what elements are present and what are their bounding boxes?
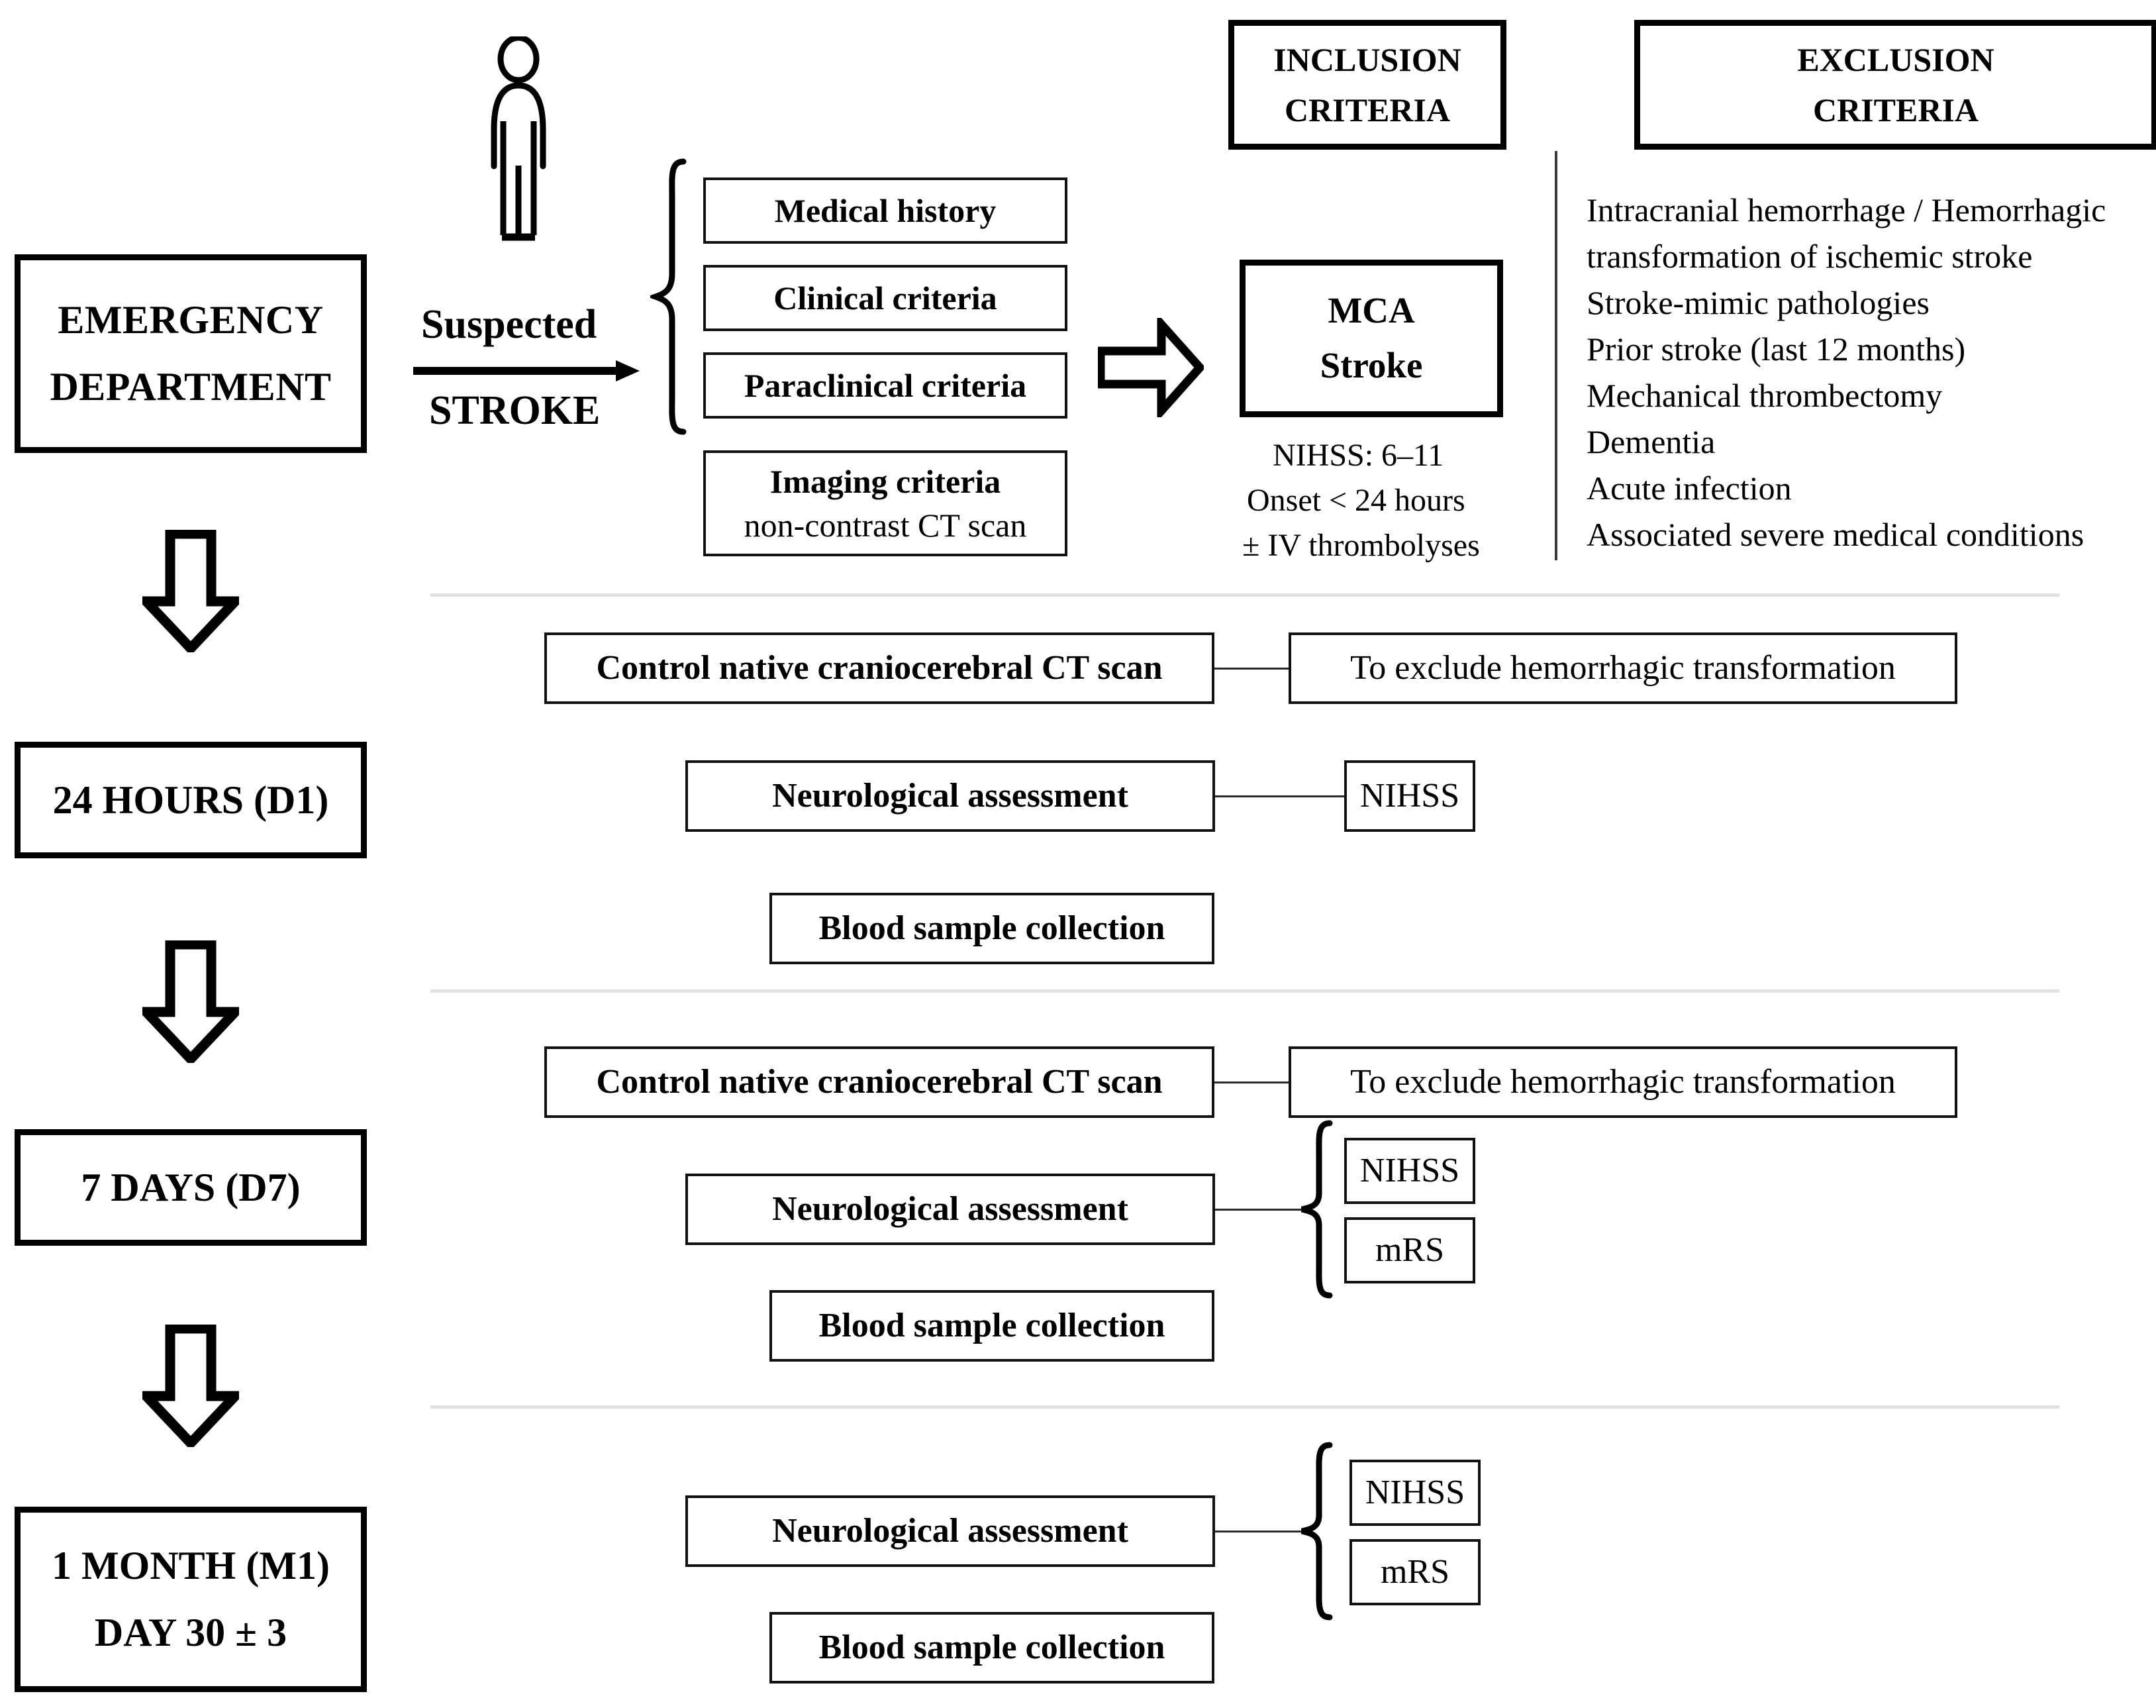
inclusion-note-nihss: NIHSS: 6–11 bbox=[1273, 438, 1444, 473]
inclusion-header-line1: INCLUSION bbox=[1273, 40, 1461, 78]
d1-ct-purpose-label: To exclude hemorrhagic transformation bbox=[1350, 648, 1896, 687]
exclusion-item: Dementia bbox=[1587, 423, 1716, 460]
m1-blood-box: Blood sample collection bbox=[769, 1612, 1214, 1683]
exclusion-criteria-header: EXCLUSION CRITERIA bbox=[1634, 20, 2156, 150]
person-icon bbox=[491, 36, 546, 241]
timeline-label-line1: EMERGENCY bbox=[58, 298, 324, 342]
m1-scale-box-nihss: NIHSS bbox=[1349, 1460, 1481, 1526]
d7-neuro-connector bbox=[1215, 1209, 1301, 1211]
down-block-arrow-icon-3 bbox=[142, 1325, 239, 1447]
d1-scale-box-nihss: NIHSS bbox=[1344, 760, 1475, 832]
d1-blood-box: Blood sample collection bbox=[769, 893, 1214, 964]
timeline-box-emergency-department: EMERGENCY DEPARTMENT bbox=[15, 254, 367, 453]
timeline-label-line1: 1 MONTH (M1) bbox=[52, 1544, 330, 1587]
criteria-subtitle: non-contrast CT scan bbox=[744, 507, 1027, 544]
m1-neuro-label: Neurological assessment bbox=[772, 1511, 1128, 1550]
criteria-title: Imaging criteria bbox=[769, 463, 1001, 500]
exclusion-criteria-list: Intracranial hemorrhage / Hemorrhagic tr… bbox=[1587, 187, 2156, 558]
section-divider-1 bbox=[430, 593, 2059, 597]
inclusion-header-line2: CRITERIA bbox=[1284, 91, 1451, 128]
inclusion-exclusion-separator bbox=[1555, 151, 1557, 560]
criteria-box-clinical-criteria: Clinical criteria bbox=[703, 265, 1067, 331]
timeline-box-24-hours-d1: 24 HOURS (D1) bbox=[15, 742, 367, 858]
exclusion-item: Intracranial hemorrhage / Hemorrhagic bbox=[1587, 191, 2106, 228]
exclusion-item: Prior stroke (last 12 months) bbox=[1587, 330, 1966, 368]
d7-scale-label: NIHSS bbox=[1359, 1151, 1460, 1189]
d1-neuro-box: Neurological assessment bbox=[685, 760, 1215, 832]
d1-ct-connector bbox=[1214, 668, 1289, 670]
d7-blood-label: Blood sample collection bbox=[818, 1306, 1165, 1344]
exclusion-item: Stroke-mimic pathologies bbox=[1587, 284, 1930, 321]
timeline-label-line1: 7 DAYS (D7) bbox=[81, 1165, 301, 1209]
d7-ct-purpose-label: To exclude hemorrhagic transformation bbox=[1350, 1062, 1896, 1101]
timeline-box-1-month-m1: 1 MONTH (M1) DAY 30 ± 3 bbox=[15, 1507, 367, 1692]
criteria-box-imaging-criteria: Imaging criteria non-contrast CT scan bbox=[703, 450, 1067, 556]
d1-ct-scan-box: Control native craniocerebral CT scan bbox=[544, 632, 1214, 704]
m1-scale-label: NIHSS bbox=[1365, 1473, 1465, 1511]
m1-neuro-connector bbox=[1215, 1531, 1301, 1532]
d7-neuro-box: Neurological assessment bbox=[685, 1174, 1215, 1245]
section-divider-2 bbox=[430, 989, 2059, 993]
d1-neuro-label: Neurological assessment bbox=[772, 776, 1128, 815]
d7-scales-brace-icon bbox=[1301, 1120, 1333, 1299]
m1-neuro-box: Neurological assessment bbox=[685, 1495, 1215, 1567]
timeline-label-line2: DAY 30 ± 3 bbox=[94, 1611, 287, 1654]
d7-ct-scan-box: Control native craniocerebral CT scan bbox=[544, 1046, 1214, 1118]
d7-ct-connector bbox=[1214, 1081, 1289, 1083]
exclusion-header-line2: CRITERIA bbox=[1812, 91, 1979, 128]
d1-neuro-connector bbox=[1215, 795, 1344, 797]
exclusion-item: Acute infection bbox=[1587, 470, 1792, 507]
inclusion-note-onset: Onset < 24 hours bbox=[1247, 483, 1465, 518]
suspected-label: Suspected bbox=[421, 302, 597, 347]
exclusion-item: Mechanical thrombectomy bbox=[1587, 377, 1943, 414]
exclusion-item: Associated severe medical conditions bbox=[1587, 516, 2084, 553]
section-divider-3 bbox=[430, 1405, 2059, 1409]
mca-line2: Stroke bbox=[1320, 345, 1423, 385]
block-right-arrow-icon bbox=[1098, 318, 1204, 417]
down-block-arrow-icon-2 bbox=[142, 940, 239, 1063]
inclusion-criteria-header: INCLUSION CRITERIA bbox=[1228, 20, 1506, 150]
d1-scale-label: NIHSS bbox=[1359, 776, 1460, 815]
timeline-label-line1: 24 HOURS (D1) bbox=[52, 778, 329, 822]
exclusion-item: transformation of ischemic stroke bbox=[1587, 238, 2033, 275]
stroke-label: STROKE bbox=[429, 388, 601, 433]
inclusion-note-thrombolyses: ± IV thrombolyses bbox=[1242, 528, 1480, 563]
criteria-title: Clinical criteria bbox=[773, 279, 997, 317]
m1-scale-box-mrs: mRS bbox=[1349, 1539, 1481, 1605]
down-block-arrow-icon-1 bbox=[142, 530, 239, 652]
d7-scale-label: mRS bbox=[1375, 1231, 1445, 1269]
d7-neuro-label: Neurological assessment bbox=[772, 1189, 1128, 1228]
m1-blood-label: Blood sample collection bbox=[818, 1628, 1165, 1666]
criteria-title: Medical history bbox=[774, 192, 997, 229]
d7-scale-box-mrs: mRS bbox=[1344, 1217, 1475, 1283]
criteria-title: Paraclinical criteria bbox=[744, 367, 1027, 404]
d7-ct-purpose-box: To exclude hemorrhagic transformation bbox=[1289, 1046, 1957, 1118]
d7-scale-box-nihss: NIHSS bbox=[1344, 1138, 1475, 1204]
m1-scale-label: mRS bbox=[1380, 1552, 1450, 1591]
d1-ct-scan-label: Control native craniocerebral CT scan bbox=[596, 648, 1163, 687]
d1-blood-label: Blood sample collection bbox=[818, 909, 1165, 947]
timeline-label-line2: DEPARTMENT bbox=[50, 365, 332, 409]
d1-ct-purpose-box: To exclude hemorrhagic transformation bbox=[1289, 632, 1957, 704]
left-curly-brace-icon bbox=[650, 158, 687, 435]
criteria-box-paraclinical-criteria: Paraclinical criteria bbox=[703, 352, 1067, 419]
right-arrow-icon bbox=[413, 360, 640, 381]
m1-scales-brace-icon bbox=[1301, 1442, 1333, 1621]
mca-line1: MCA bbox=[1328, 290, 1415, 331]
mca-stroke-box: MCA Stroke bbox=[1240, 260, 1503, 417]
timeline-box-7-days-d7-real: 7 DAYS (D7) bbox=[15, 1129, 367, 1246]
exclusion-header-line1: EXCLUSION bbox=[1797, 40, 1994, 78]
criteria-box-medical-history: Medical history bbox=[703, 177, 1067, 244]
d7-ct-scan-label: Control native craniocerebral CT scan bbox=[596, 1062, 1163, 1101]
d7-blood-box: Blood sample collection bbox=[769, 1290, 1214, 1362]
